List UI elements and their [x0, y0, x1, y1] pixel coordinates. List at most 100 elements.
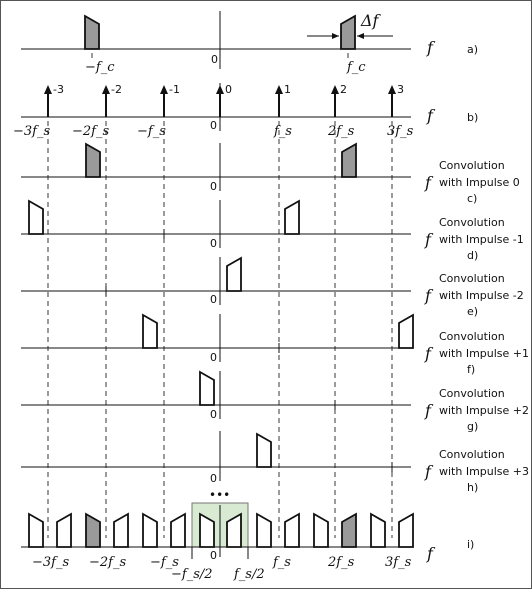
- panel-i-tick-minus-fs: −f_s: [150, 555, 179, 570]
- panel-d-pulse-neg: [28, 199, 44, 235]
- alias-pulse: [226, 512, 242, 548]
- delta-f-arrowhead-left: [332, 33, 339, 39]
- delta-f-label: Δf: [360, 11, 382, 30]
- panel-a-pulse-neg-fc: [84, 14, 100, 50]
- panel-i-tick-2fs: 2f_s: [327, 555, 355, 570]
- panel-f-conv-title: Convolution: [439, 330, 505, 343]
- panel-d-axis-symbol: f: [424, 230, 434, 249]
- panel-a-label: a): [467, 43, 478, 56]
- panel-h-label: h): [467, 481, 478, 494]
- panel-c-pulse-pos: [341, 142, 357, 178]
- impulse-head-plus-2: [331, 85, 339, 94]
- panel-g-zero: 0: [210, 408, 217, 421]
- aliased-pulse-row: [28, 512, 414, 548]
- panel-b-tick-2fs: 2f_s: [327, 124, 355, 139]
- alias-pulse: [284, 512, 300, 548]
- panel-i-ellipsis: •••: [209, 488, 230, 502]
- panel-e-axis-symbol: f: [424, 286, 434, 305]
- panel-i-label: i): [467, 538, 474, 551]
- panel-b-tick-3fs: 3f_s: [387, 124, 414, 139]
- alias-pulse-original-neg: [85, 512, 101, 548]
- alias-pulse: [313, 512, 329, 548]
- alias-pulse: [56, 512, 72, 548]
- panel-d: 0 f Convolution with Impulse -1 d): [21, 199, 524, 262]
- impulse-train: [44, 85, 396, 117]
- panel-e-conv-subtitle: with Impulse -2: [439, 289, 524, 302]
- panel-i: ••• 0 −3f_s −2f_s −f_s −f_s/2 f_s/2 f_s: [21, 488, 474, 582]
- panel-i-tick-minus-3fs: −3f_s: [32, 555, 69, 570]
- impulse-head-plus-1: [275, 85, 283, 94]
- panel-b-tick-fs: f_s: [273, 124, 292, 139]
- panel-f-label: f): [467, 363, 475, 376]
- panel-a-zero: 0: [211, 53, 218, 66]
- impulse-head-plus-3: [388, 85, 396, 94]
- panel-i-axis-symbol: f: [426, 544, 436, 563]
- panel-f-pulse-neg: [142, 313, 158, 349]
- panel-b-tick-minus-3fs: −3f_s: [13, 124, 50, 139]
- panel-e-conv-title: Convolution: [439, 272, 505, 285]
- panel-d-pulse-pos: [284, 199, 300, 235]
- panel-d-conv-subtitle: with Impulse -1: [439, 233, 524, 246]
- panel-e: 0 f Convolution with Impulse -2 e): [21, 256, 524, 318]
- panel-d-zero: 0: [210, 237, 217, 250]
- panel-d-label: d): [467, 249, 478, 262]
- panel-i-tick-3fs: 3f_s: [385, 555, 412, 570]
- panel-f: 0 f Convolution with Impulse +1 f): [21, 313, 529, 376]
- panel-f-axis-symbol: f: [424, 344, 434, 363]
- panel-g-axis-symbol: f: [424, 401, 434, 420]
- panel-g-label: g): [467, 420, 478, 433]
- panel-f-pulse-pos: [398, 313, 414, 349]
- panel-b: 0 -3 -2 -1 0 1 2 3 −3f_s −2f_s −f_s f_s …: [13, 83, 478, 139]
- panel-h-conv-subtitle: with Impulse +3: [439, 465, 529, 478]
- panel-a-pulse-fc: [340, 14, 356, 50]
- panel-b-tick-minus-2fs: −2f_s: [72, 124, 109, 139]
- delta-f-arrowhead-right: [357, 33, 364, 39]
- panel-d-conv-title: Convolution: [439, 216, 505, 229]
- panel-f-zero: 0: [210, 351, 217, 364]
- panel-g: 0 f Convolution with Impulse +2 g): [21, 370, 529, 433]
- impulse-label-minus-3: -3: [53, 83, 64, 96]
- panel-i-tick-fs: f_s: [272, 555, 291, 570]
- panel-a-neg-fc-label: −f_c: [85, 60, 115, 75]
- alias-pulse: [113, 512, 129, 548]
- panel-b-tick-minus-fs: −f_s: [137, 124, 166, 139]
- panel-h-zero: 0: [210, 472, 217, 485]
- panel-g-conv-subtitle: with Impulse +2: [439, 404, 529, 417]
- alias-pulse: [142, 512, 158, 548]
- impulse-label-plus-3: 3: [397, 83, 404, 96]
- panel-c-conv-subtitle: with Impulse 0: [439, 176, 520, 189]
- panel-i-half-pos-label: f_s/2: [233, 567, 265, 582]
- panel-i-half-neg-label: −f_s/2: [171, 567, 213, 582]
- panel-e-label: e): [467, 305, 478, 318]
- impulse-label-0: 0: [225, 83, 232, 96]
- panel-b-axis-symbol: f: [426, 106, 436, 125]
- panel-a-fc-label: f_c: [346, 60, 366, 75]
- impulse-label-minus-2: -2: [111, 83, 122, 96]
- panel-c-conv-title: Convolution: [439, 159, 505, 172]
- panel-c-axis-symbol: f: [424, 173, 434, 192]
- panel-a: 0 −f_c f_c Δf f a): [21, 11, 478, 75]
- impulse-head-minus-1: [160, 85, 168, 94]
- panel-c-pulse-neg: [85, 142, 101, 178]
- impulse-label-plus-1: 1: [284, 83, 291, 96]
- panel-c-zero: 0: [210, 180, 217, 193]
- alias-pulse: [199, 512, 215, 548]
- panel-e-pulse: [226, 256, 242, 292]
- panel-f-conv-subtitle: with Impulse +1: [439, 347, 529, 360]
- alias-pulse: [256, 512, 272, 548]
- panel-i-zero: 0: [210, 549, 217, 562]
- impulse-label-minus-1: -1: [169, 83, 180, 96]
- panel-g-conv-title: Convolution: [439, 387, 505, 400]
- panel-b-zero: 0: [210, 119, 217, 132]
- panel-h: 0 f Convolution with Impulse +3 h): [21, 431, 529, 494]
- impulse-head-0: [216, 85, 224, 94]
- panel-c: 0 f Convolution with Impulse 0 c): [21, 142, 520, 205]
- panel-e-zero: 0: [210, 293, 217, 306]
- panel-h-conv-title: Convolution: [439, 448, 505, 461]
- alias-pulse: [370, 512, 386, 548]
- panel-c-label: c): [467, 192, 477, 205]
- alias-pulse: [170, 512, 186, 548]
- impulse-head-minus-3: [44, 85, 52, 94]
- panel-g-pulse: [199, 370, 215, 406]
